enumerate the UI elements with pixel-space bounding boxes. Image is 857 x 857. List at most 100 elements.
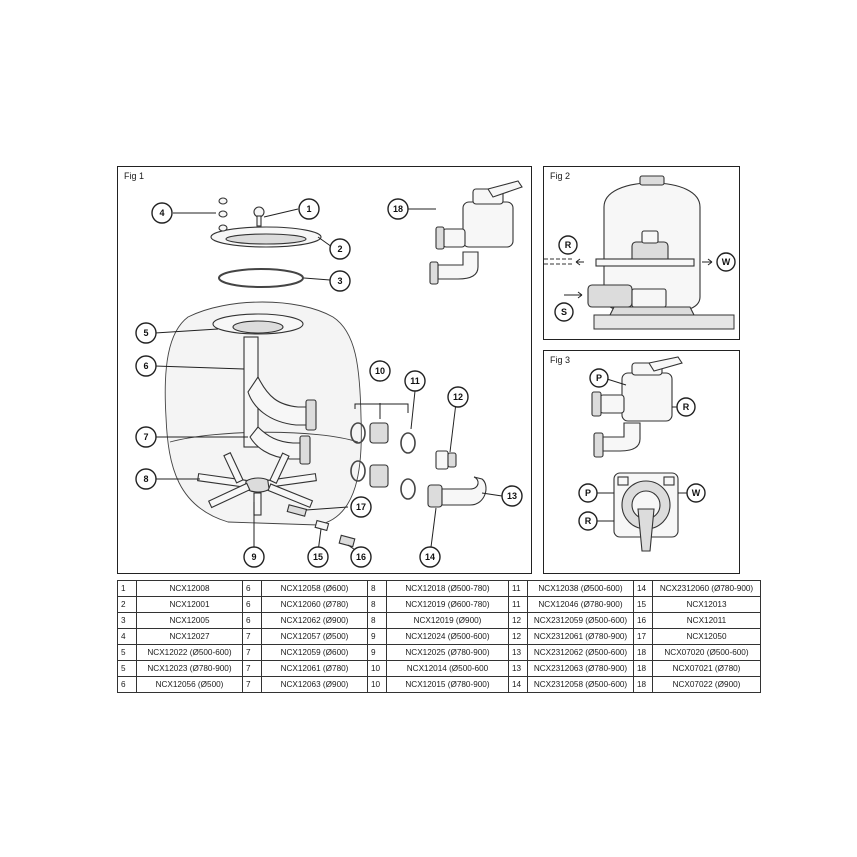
valve-side-view xyxy=(591,356,683,458)
figure-3-drawing: P R P W R xyxy=(578,356,706,552)
gauge-fittings xyxy=(218,197,228,232)
callout-7: 7 xyxy=(135,426,157,448)
upper-pipe xyxy=(247,375,309,426)
part-code-cell: NCX12001 xyxy=(136,596,243,613)
part-number-cell: 12 xyxy=(508,612,528,629)
part-code-cell: NCX12058 (Ø600) xyxy=(261,580,368,597)
ground-slab xyxy=(593,314,735,330)
figure-3-panel: Fig 3 P R P W R xyxy=(543,350,740,574)
part-code-cell: NCX12014 (Ø500-600 xyxy=(386,660,509,677)
part-number-cell: 10 xyxy=(367,676,387,693)
callout-6: 6 xyxy=(135,355,157,377)
part-code-cell: NCX2312058 (Ø500-600) xyxy=(527,676,634,693)
callout-18: 18 xyxy=(387,198,409,220)
part-number-cell: 9 xyxy=(367,644,387,661)
callout-W: W xyxy=(716,252,736,272)
laterals xyxy=(197,451,317,516)
part-number-cell: 15 xyxy=(633,596,653,613)
part-code-cell: NCX12046 (Ø780-900) xyxy=(527,596,634,613)
svg-text:3: 3 xyxy=(337,276,342,286)
part-number-cell: 5 xyxy=(117,644,137,661)
figure-1-panel: Fig 1 xyxy=(117,166,532,574)
fitting-set-upper xyxy=(350,422,457,470)
part-number-cell: 6 xyxy=(117,676,137,693)
figure-2-label: Fig 2 xyxy=(550,171,571,181)
callout-P-top: P xyxy=(578,483,598,503)
part-code-cell: NCX2312060 (Ø780-900) xyxy=(652,580,761,597)
svg-text:R: R xyxy=(683,402,690,412)
drain-fitting xyxy=(286,504,308,517)
svg-text:W: W xyxy=(692,488,701,498)
part-code-cell: NCX12011 xyxy=(652,612,761,629)
callout-3: 3 xyxy=(329,270,351,292)
svg-text:13: 13 xyxy=(507,491,517,501)
figure-2-drawing: R W S xyxy=(544,175,736,330)
part-number-cell: 2 xyxy=(117,596,137,613)
callout-13: 13 xyxy=(501,485,523,507)
part-code-cell: NCX2312063 (Ø780-900) xyxy=(527,660,634,677)
part-code-cell: NCX12059 (Ø600) xyxy=(261,644,368,661)
part-code-cell: NCX12019 (Ø900) xyxy=(386,612,509,629)
part-number-cell: 6 xyxy=(242,580,262,597)
return-line xyxy=(595,258,695,267)
part-number-cell: 10 xyxy=(367,660,387,677)
part-code-cell: NCX12008 xyxy=(136,580,243,597)
svg-text:11: 11 xyxy=(410,376,420,386)
part-number-cell: 18 xyxy=(633,660,653,677)
part-code-cell: NCX12005 xyxy=(136,612,243,629)
callout-P-side: P xyxy=(589,368,609,388)
callout-12: 12 xyxy=(447,386,469,408)
svg-text:8: 8 xyxy=(143,474,148,484)
part-code-cell: NCX12038 (Ø500-600) xyxy=(527,580,634,597)
svg-text:9: 9 xyxy=(251,552,256,562)
part-number-cell: 9 xyxy=(367,628,387,645)
callout-14: 14 xyxy=(419,546,441,568)
callout-R-top: R xyxy=(578,511,598,531)
figure-1-drawing: 1 2 3 4 5 6 7 8 9 10 11 12 13 14 15 16 1… xyxy=(135,180,523,568)
multiport-valve xyxy=(429,180,523,285)
part-code-cell: NCX07022 (Ø900) xyxy=(652,676,761,693)
svg-text:P: P xyxy=(596,373,602,383)
callout-11: 11 xyxy=(404,370,426,392)
part-code-cell: NCX12050 xyxy=(652,628,761,645)
valve-top-view xyxy=(613,472,679,552)
part-code-cell: NCX12056 (Ø500) xyxy=(136,676,243,693)
part-number-cell: 1 xyxy=(117,580,137,597)
part-code-cell: NCX2312061 (Ø780-900) xyxy=(527,628,634,645)
part-number-cell: 17 xyxy=(633,628,653,645)
svg-text:16: 16 xyxy=(356,552,366,562)
callout-9: 9 xyxy=(243,546,265,568)
callout-5: 5 xyxy=(135,322,157,344)
part-number-cell: 11 xyxy=(508,580,528,597)
part-number-cell: 6 xyxy=(242,596,262,613)
part-number-cell: 5 xyxy=(117,660,137,677)
part-code-cell: NCX07021 (Ø780) xyxy=(652,660,761,677)
part-number-cell: 3 xyxy=(117,612,137,629)
part-number-cell: 4 xyxy=(117,628,137,645)
svg-text:14: 14 xyxy=(425,552,435,562)
pump xyxy=(587,284,633,308)
svg-text:W: W xyxy=(722,257,731,267)
svg-text:7: 7 xyxy=(143,432,148,442)
callout-R-side: R xyxy=(676,397,696,417)
svg-text:5: 5 xyxy=(143,328,148,338)
figure-1-label: Fig 1 xyxy=(124,171,145,181)
svg-text:R: R xyxy=(565,240,572,250)
part-number-cell: 7 xyxy=(242,660,262,677)
figure-3-label: Fig 3 xyxy=(550,355,571,365)
part-number-cell: 7 xyxy=(242,644,262,661)
part-code-cell: NCX12062 (Ø900) xyxy=(261,612,368,629)
part-code-cell: NCX07020 (Ø500-600) xyxy=(652,644,761,661)
part-number-cell: 7 xyxy=(242,676,262,693)
callout-S: S xyxy=(554,302,574,322)
svg-text:P: P xyxy=(585,488,591,498)
fitting-set-lower xyxy=(350,460,487,508)
callout-2: 2 xyxy=(329,238,351,260)
